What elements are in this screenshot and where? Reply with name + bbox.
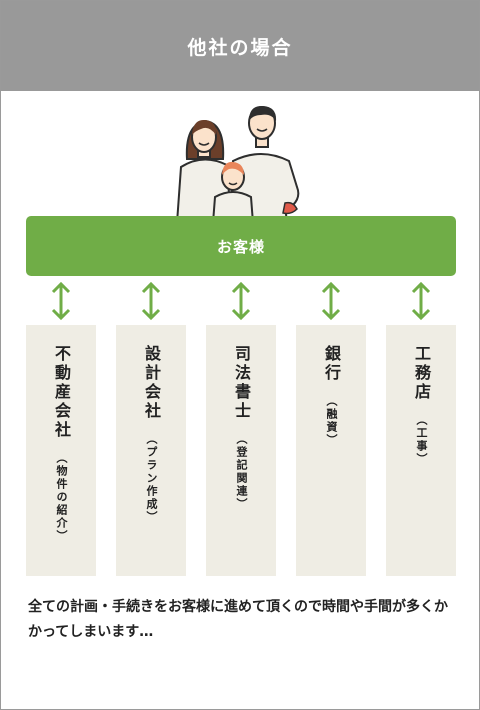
double-arrow-icon: [141, 281, 161, 321]
column-subtitle: （物件の紹介）: [55, 452, 68, 543]
customer-label: お客様: [216, 237, 265, 256]
double-arrow-icon: [321, 281, 341, 321]
column-title: 設計会社: [142, 345, 161, 421]
double-arrow-icon: [411, 281, 431, 321]
page-title: 他社の場合: [187, 36, 293, 59]
header-bar: 他社の場合: [1, 1, 479, 91]
double-arrow-icon: [231, 281, 251, 321]
column-subtitle: （登記関連）: [235, 433, 248, 511]
caption-text: 全ての計画・手続きをお客様に進めて頂くので時間や手間が多くかかってしまいます…: [28, 599, 448, 640]
family-illustration: [173, 101, 313, 223]
column-title: 銀行: [322, 345, 341, 383]
customer-bar: お客様: [26, 216, 456, 276]
column-bank: 銀行 （融資）: [296, 325, 366, 576]
column-subtitle: （プラン作成）: [145, 433, 158, 524]
column-builder: 工務店 （工事）: [386, 325, 456, 576]
column-judicial-scrivener: 司法書士 （登記関連）: [206, 325, 276, 576]
column-subtitle: （工事）: [415, 414, 428, 466]
column-design-firm: 設計会社 （プラン作成）: [116, 325, 186, 576]
column-title: 工務店: [412, 345, 431, 402]
column-title: 司法書士: [232, 345, 251, 421]
double-arrow-icon: [51, 281, 71, 321]
column-real-estate: 不動産会社 （物件の紹介）: [26, 325, 96, 576]
column-title: 不動産会社: [52, 345, 71, 440]
column-subtitle: （融資）: [325, 395, 338, 447]
